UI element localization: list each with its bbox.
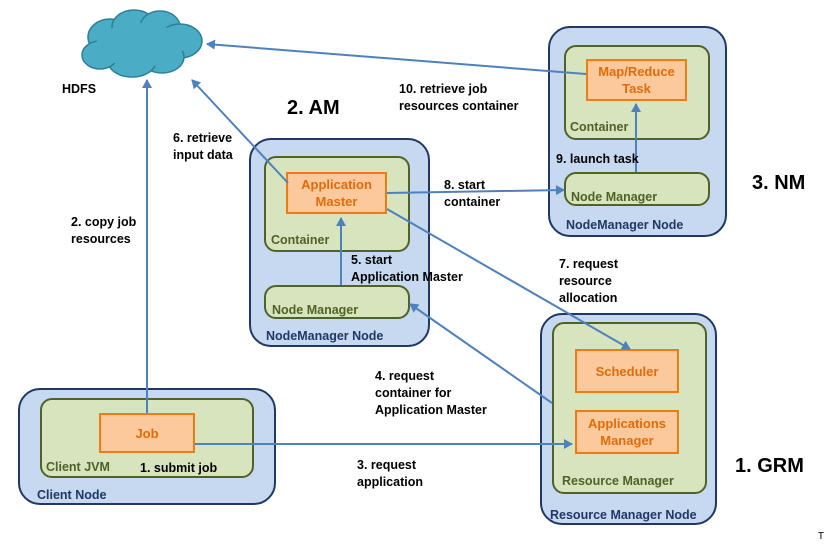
step-10-label: 10. retrieve job resources container: [399, 82, 519, 113]
rm-node-label: Resource Manager Node: [550, 508, 697, 522]
am-node-manager: [264, 285, 410, 319]
applications-manager-box: Applications Manager: [575, 410, 679, 454]
resource-manager-label: Resource Manager: [562, 474, 674, 488]
step-9-label: 9. launch task: [556, 152, 639, 166]
arrow-request-container: [409, 303, 553, 404]
map-reduce-task-box: Map/Reduce Task: [586, 59, 687, 101]
am-container-label: Container: [271, 233, 330, 247]
am-node-manager-label: Node Manager: [272, 303, 359, 317]
step-3-label: 3. request application: [357, 458, 423, 489]
nm-node-manager: [564, 172, 710, 206]
hdfs-label: HDFS: [62, 82, 97, 96]
nm-node-label: NodeManager Node: [566, 218, 684, 232]
step-7-label: 7. request resource allocation: [559, 257, 619, 305]
hdfs-cloud-icon: [81, 9, 203, 78]
step-1-label: 1. submit job: [140, 461, 218, 475]
step-6-label: 6. retrieve input data: [173, 131, 233, 162]
arrow-start-container: [386, 185, 565, 196]
nm-container-label: Container: [570, 120, 629, 134]
step-5-label: 5. start Application Master: [351, 253, 463, 284]
client-jvm-label: Client JVM: [46, 460, 110, 474]
nm-node-manager-label: Node Manager: [571, 190, 658, 204]
arrow-retrieve-job-resources: [206, 39, 587, 75]
am-node-label: NodeManager Node: [266, 329, 384, 343]
nm-heading: 3. NM: [752, 172, 806, 194]
job-box: Job: [99, 413, 195, 453]
arrow-retrieve-input: [191, 79, 289, 184]
step-8-label: 8. start container: [444, 178, 501, 209]
step-2-label: 2. copy job resources: [71, 215, 137, 246]
am-heading: 2. AM: [287, 97, 340, 119]
grm-heading: 1. GRM: [735, 455, 804, 477]
arrow-request-resources: [386, 208, 631, 350]
corner-mark: T: [817, 531, 824, 542]
application-master-box: Application Master: [286, 172, 387, 214]
step-4-label: 4. request container for Application Mas…: [375, 369, 487, 417]
client-node-label: Client Node: [37, 488, 107, 502]
scheduler-box: Scheduler: [575, 349, 679, 393]
